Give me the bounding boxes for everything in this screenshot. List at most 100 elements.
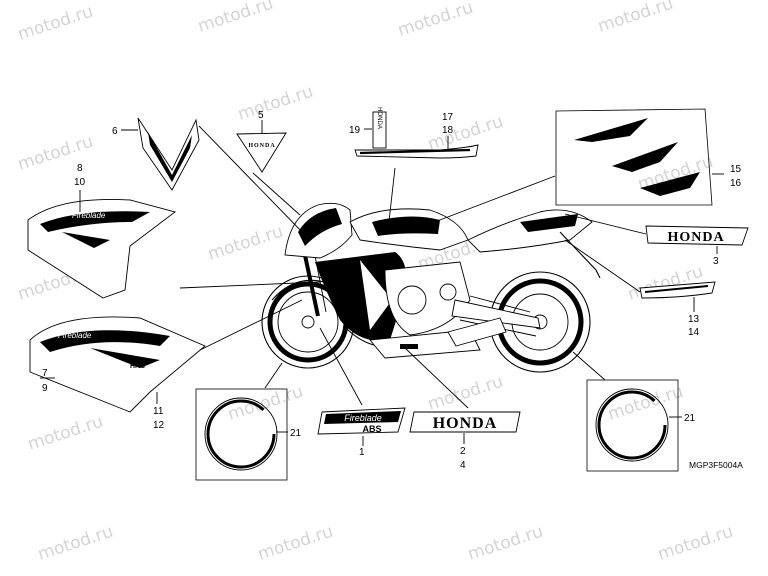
watermark: motod.ru	[255, 522, 335, 565]
callout-11: 11	[153, 406, 164, 417]
watermark: motod.ru	[15, 132, 95, 175]
honda-logo-plate	[645, 225, 749, 246]
callout-18: 18	[442, 125, 454, 136]
part-21-rim-stripe-rear	[586, 379, 679, 472]
watermark: motod.ru	[655, 522, 735, 565]
callout-13: 13	[688, 314, 700, 325]
part-5-front-emblem: HONDA	[236, 132, 287, 173]
watermark: motod.ru	[595, 0, 675, 37]
callout-4: 4	[460, 460, 466, 471]
fairing-panel-upper-stripe	[40, 211, 150, 232]
watermark: motod.ru	[35, 522, 115, 565]
leader-line-1	[319, 327, 363, 406]
rim-stripe-front-frame	[195, 388, 288, 481]
diagram-code: MGP3F5004A	[689, 460, 743, 470]
leader-line-7-9	[199, 299, 303, 351]
swingarm	[451, 299, 541, 329]
part-13-14-side-stripe	[639, 281, 716, 299]
honda-logo-2-plate	[409, 411, 521, 433]
callout-6: 6	[112, 126, 118, 137]
tail-decal-lower	[640, 172, 700, 196]
chain-line	[469, 295, 531, 313]
side-stripe-inner	[644, 285, 709, 293]
vertical-stripe-box	[372, 111, 387, 149]
leader-line-6	[198, 125, 307, 237]
part-8-10-fairing-panel: Fireblade	[27, 199, 177, 299]
watermark: motod.ru	[195, 0, 275, 37]
part-15-16-tail-decals	[555, 108, 713, 206]
part-17-18-tank-stripe	[354, 144, 479, 159]
watermark: motod.ru	[25, 412, 105, 455]
callout-21-front: 21	[290, 428, 302, 439]
leader-line-15-16	[431, 175, 556, 224]
callout-17: 17	[442, 112, 454, 123]
side-fairing-cutout	[360, 260, 392, 330]
emblem-text: HONDA	[248, 143, 275, 149]
hrc-text: HRC	[130, 363, 145, 370]
fairing-panel-lower-mark	[90, 348, 160, 368]
muffler	[447, 317, 507, 347]
tail-decals-frame	[555, 108, 713, 206]
rim-stripe-rear-inner	[597, 390, 667, 460]
callout-1: 1	[359, 447, 365, 458]
windscreen-tint	[298, 208, 342, 246]
rim-stripe-rear-frame	[586, 379, 679, 472]
engine-sprocket-cover	[439, 283, 457, 301]
leader-line-21-rear	[572, 351, 606, 381]
part-21-rim-stripe-front	[195, 388, 288, 481]
tank-stripe-inner	[359, 148, 471, 155]
rim-stripe-rear-outer	[595, 388, 669, 462]
part-6-front-v-decal	[137, 117, 200, 191]
part-7-9-11-12-fairing-panel: HRC Fireblade	[29, 316, 206, 413]
fireblade-emblem-band	[324, 411, 401, 424]
watermark: motod.ru	[15, 2, 95, 45]
fireblade-text: Fireblade	[344, 413, 382, 423]
watermark: motod.ru	[205, 222, 285, 265]
vertical-stripe-text: HONDA	[376, 107, 382, 129]
callout-15: 15	[730, 164, 742, 175]
fairing-panel-lower-text: Fireblade	[58, 331, 92, 340]
leader-line-3	[564, 213, 647, 235]
leader-line-13-14	[564, 239, 641, 293]
part-19-vertical-stripe: HONDA	[372, 107, 387, 149]
triangle-emblem	[236, 132, 287, 173]
side-fairing-dark	[315, 252, 407, 341]
watermark: motod.ru	[395, 0, 475, 41]
part-3-honda-logo: HONDA	[645, 225, 749, 246]
callout-12: 12	[153, 420, 165, 431]
front-brake-disc	[277, 291, 339, 353]
part-1-fireblade-emblem: Fireblade ABS	[317, 407, 406, 435]
engine-cover	[397, 285, 427, 315]
v-decal-outline	[137, 117, 200, 191]
motorcycle-drawing	[261, 202, 601, 373]
callout-3: 3	[713, 256, 719, 267]
leader-line-2-4	[404, 347, 469, 409]
front-hub	[301, 315, 315, 329]
callout-16: 16	[730, 178, 742, 189]
tail-stripe	[520, 214, 578, 232]
rim-stripe-front-outer	[204, 397, 278, 471]
watermark: motod.ru	[465, 522, 545, 565]
callout-7: 7	[42, 368, 48, 379]
callout-14: 14	[688, 327, 700, 338]
callout-19: 19	[349, 125, 361, 136]
callout-21-rear: 21	[684, 413, 696, 424]
watermark: motod.ru	[605, 382, 685, 425]
leader-line-21-front	[264, 362, 283, 389]
watermark: motod.ru	[225, 382, 305, 425]
leader-line-19-17	[387, 167, 396, 231]
fairing-panel-lower-stripe	[40, 330, 170, 352]
under-cowl-mark	[400, 344, 418, 349]
side-stripe-outline	[639, 281, 716, 299]
tail-decal-middle	[612, 142, 678, 172]
fairing-panel-upper-text: Fireblade	[72, 211, 106, 220]
v-decal-fill	[148, 132, 192, 182]
watermark: motod.ru	[235, 82, 315, 125]
watermark: motod.ru	[425, 372, 505, 415]
callout-5: 5	[258, 110, 264, 121]
callout-2: 2	[460, 446, 466, 457]
callouts: 6 5 19 17 18 15 16 3 13 14 8 10 7 9 11 1…	[42, 110, 742, 471]
honda-logo-text: HONDA	[667, 230, 724, 245]
leader-line-8-10	[179, 281, 321, 289]
